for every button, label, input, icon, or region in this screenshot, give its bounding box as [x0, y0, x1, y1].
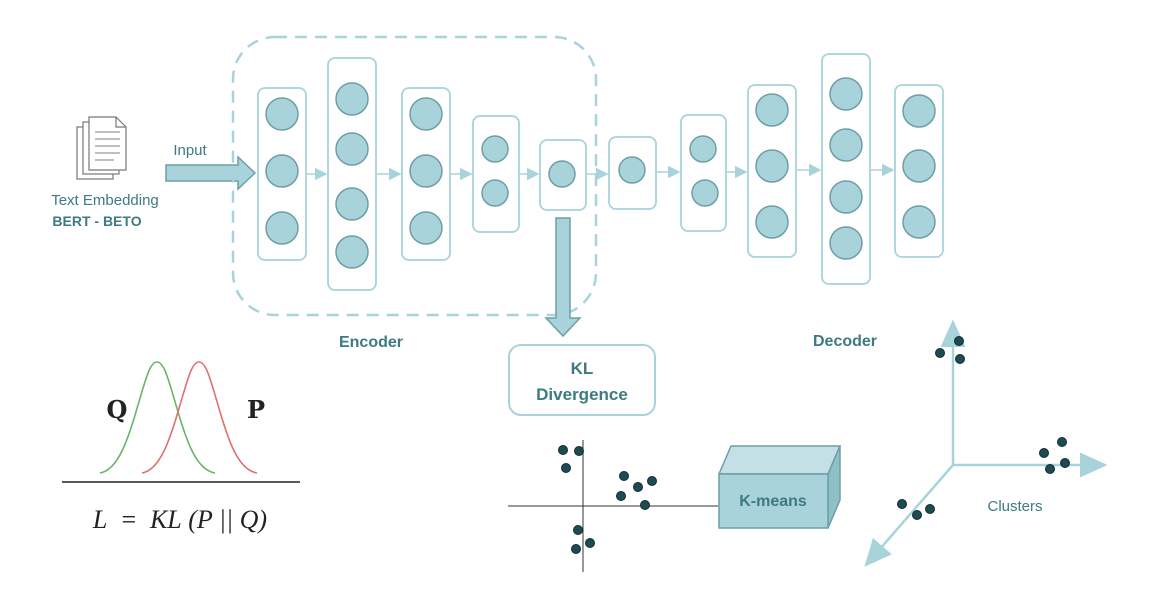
neuron — [409, 154, 443, 188]
cluster-point — [1045, 464, 1055, 474]
q-curve — [99, 361, 216, 474]
output-layer — [894, 84, 944, 258]
formula-kl: KL — [149, 505, 182, 534]
cluster-point — [1039, 448, 1049, 458]
neuron — [755, 205, 789, 239]
cluster-point — [912, 510, 922, 520]
neuron — [409, 211, 443, 245]
neuron — [902, 149, 936, 183]
encoder-layer-1 — [257, 87, 307, 261]
p-curve — [141, 361, 258, 474]
decoder-label: Decoder — [813, 333, 877, 350]
data-point — [558, 445, 568, 455]
data-point — [619, 471, 629, 481]
neuron — [265, 211, 299, 245]
text-embedding-label: Text Embedding — [51, 192, 159, 209]
cluster-point — [897, 499, 907, 509]
document-icon — [76, 116, 127, 180]
neuron — [902, 94, 936, 128]
data-point — [647, 476, 657, 486]
bottleneck-down-arrow — [544, 217, 582, 338]
neuron — [691, 179, 719, 207]
kmeans-box: K-means — [717, 445, 842, 529]
decoder-layer-2 — [680, 114, 727, 232]
data-point — [633, 482, 643, 492]
p-label: P — [247, 395, 265, 424]
neuron — [755, 93, 789, 127]
data-point — [571, 544, 581, 554]
decoder-layer-3 — [747, 84, 797, 258]
decoder-layer-1 — [608, 136, 657, 210]
neuron — [335, 132, 369, 166]
kl-line1: KL — [571, 359, 594, 378]
clusters-3d: Clusters — [864, 319, 1108, 567]
data-point — [616, 491, 626, 501]
neuron — [265, 97, 299, 131]
cluster-point — [955, 354, 965, 364]
bert-beto-label: BERT - BETO — [52, 213, 141, 229]
neuron — [829, 128, 863, 162]
kmeans-label: K-means — [739, 493, 807, 510]
data-point — [574, 446, 584, 456]
kl-line2: Divergence — [536, 385, 628, 404]
encoder-label: Encoder — [339, 334, 403, 351]
kl-divergence-box — [508, 344, 656, 416]
scatter-2d — [508, 440, 718, 572]
data-point — [561, 463, 571, 473]
neuron — [335, 187, 369, 221]
neuron — [689, 135, 717, 163]
neuron — [265, 154, 299, 188]
neuron — [755, 149, 789, 183]
formula-lhs: L — [92, 505, 107, 534]
neuron — [618, 156, 646, 184]
cluster-point — [1057, 437, 1067, 447]
data-point — [573, 525, 583, 535]
neuron — [902, 205, 936, 239]
clusters-label: Clusters — [987, 498, 1042, 515]
data-point — [585, 538, 595, 548]
kl-formula: L = KL (P || Q) — [92, 505, 267, 534]
decoder-layer-4 — [821, 53, 871, 285]
cluster-point — [925, 504, 935, 514]
input-label: Input — [173, 142, 207, 159]
neuron — [481, 179, 509, 207]
cluster-point — [1060, 458, 1070, 468]
data-point — [640, 500, 650, 510]
encoder-layer-2 — [327, 57, 377, 291]
encoder-layer-4 — [472, 115, 520, 233]
encoder-layer-3 — [401, 87, 451, 261]
q-label: Q — [107, 395, 128, 424]
formula-args: (P || Q) — [188, 505, 267, 534]
neuron — [409, 97, 443, 131]
neuron — [548, 160, 576, 188]
neuron — [829, 180, 863, 214]
bottleneck-layer — [539, 139, 587, 211]
neuron — [335, 82, 369, 116]
input-arrow — [165, 155, 257, 191]
cluster-point — [954, 336, 964, 346]
neuron — [481, 135, 509, 163]
distribution-curves — [99, 361, 258, 474]
y-axis — [864, 464, 954, 567]
formula-equals: = — [120, 505, 138, 534]
cluster-point — [935, 348, 945, 358]
layer-connectors — [307, 163, 895, 181]
neuron — [829, 226, 863, 260]
neuron — [335, 235, 369, 269]
neuron — [829, 77, 863, 111]
